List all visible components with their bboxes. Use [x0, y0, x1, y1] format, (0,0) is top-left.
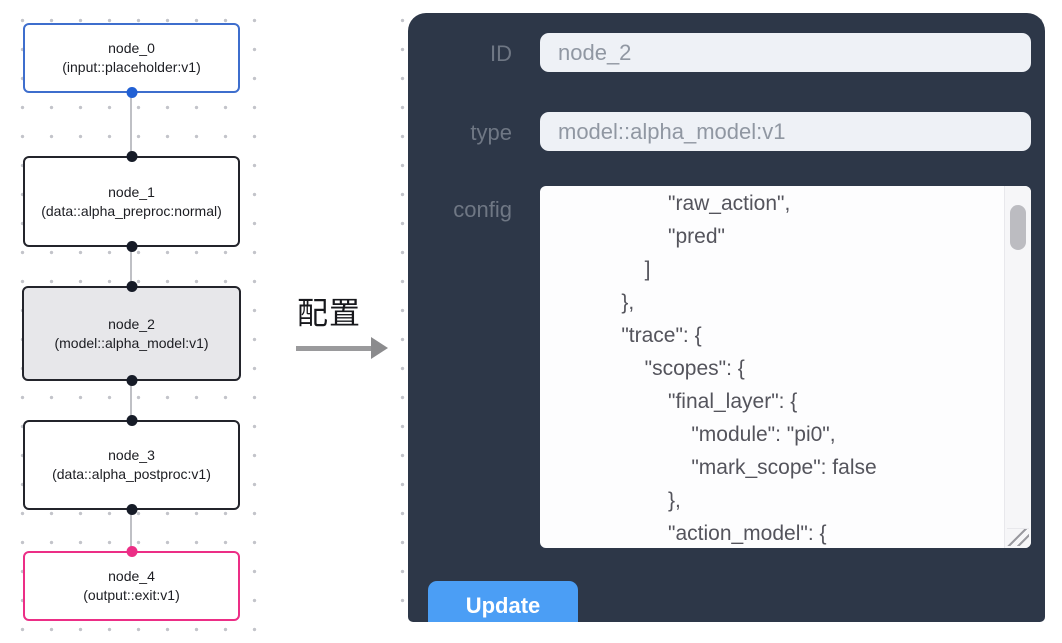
node-subtitle: (data::alpha_preproc:normal): [41, 202, 222, 219]
update-button[interactable]: Update: [428, 581, 578, 622]
node-subtitle: (output::exit:v1): [83, 587, 180, 603]
node-node_3[interactable]: node_3 (data::alpha_postproc:v1): [23, 415, 240, 515]
node-title: node_0: [108, 40, 155, 56]
config-scrollbar-thumb[interactable]: [1010, 205, 1026, 250]
node-node_2-selected[interactable]: node_2 (model::alpha_model:v1): [22, 281, 241, 386]
config-scrollbar[interactable]: [1004, 186, 1031, 548]
id-field-label: ID: [490, 41, 512, 66]
node-node_4[interactable]: node_4 (output::exit:v1): [23, 546, 240, 621]
config-textarea[interactable]: "raw_action", "pred" ] }, "trace": { "sc…: [540, 186, 1031, 548]
node-config-panel: ID type config "raw_action", "pred" ] },…: [408, 13, 1045, 622]
node_0-source-handle-icon[interactable]: [126, 87, 137, 98]
node-node_1[interactable]: node_1 (data::alpha_preproc:normal): [23, 151, 240, 252]
node_1-target-handle-icon[interactable]: [126, 151, 137, 162]
node-title: node_3: [108, 447, 155, 463]
edge-node0-node1: [130, 93, 132, 157]
edge-node3-node4: [130, 510, 132, 552]
node_4-target-handle-icon[interactable]: [126, 546, 137, 557]
node-subtitle: (model::alpha_model:v1): [54, 334, 209, 351]
id-input[interactable]: [540, 33, 1031, 72]
edge-node1-node2: [130, 247, 132, 287]
type-input[interactable]: [540, 112, 1031, 151]
node_1-source-handle-icon[interactable]: [126, 241, 137, 252]
node-title: node_1: [108, 183, 155, 200]
edge-node2-node3: [130, 381, 132, 421]
node-title: node_2: [108, 315, 155, 332]
node_3-source-handle-icon[interactable]: [126, 504, 137, 515]
node-node_0[interactable]: node_0 (input::placeholder:v1): [23, 23, 240, 98]
node_2-source-handle-icon[interactable]: [126, 375, 137, 386]
node_2-target-handle-icon[interactable]: [126, 281, 137, 292]
node-title: node_4: [108, 568, 155, 584]
resize-handle-icon[interactable]: [1007, 528, 1029, 546]
node-subtitle: (data::alpha_postproc:v1): [52, 466, 211, 482]
node_3-target-handle-icon[interactable]: [126, 415, 137, 426]
type-field-label: type: [470, 120, 512, 145]
config-annotation-label: 配置: [297, 296, 361, 331]
config-json-content[interactable]: "raw_action", "pred" ] }, "trace": { "sc…: [621, 192, 877, 545]
config-field-label: config: [453, 197, 512, 222]
node-subtitle: (input::placeholder:v1): [62, 59, 201, 75]
arrow-right-icon: [296, 336, 388, 360]
